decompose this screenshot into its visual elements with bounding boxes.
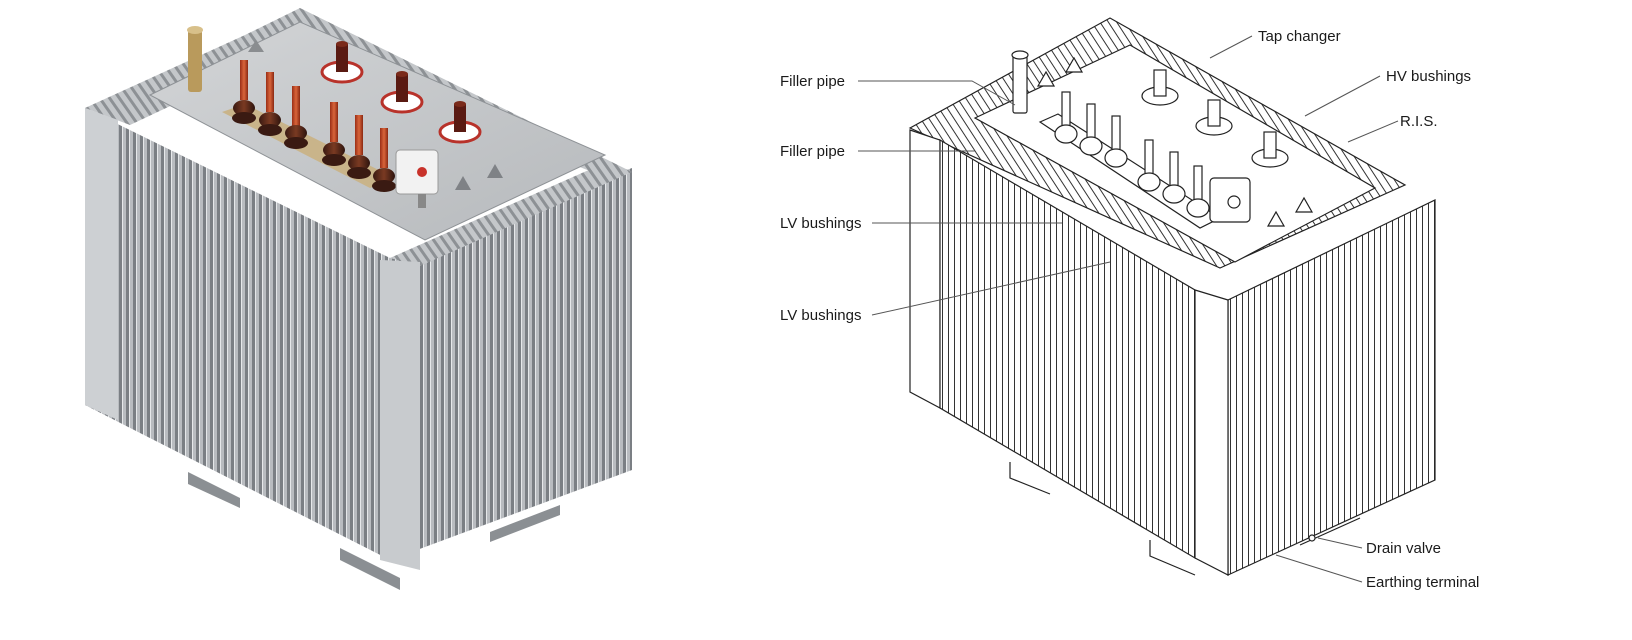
- line-drain-valve-nub: [1308, 534, 1316, 542]
- label-ris: R.I.S.: [1400, 113, 1438, 130]
- tank-cover: [148, 21, 607, 241]
- leader-earthing-terminal: [1275, 554, 1363, 583]
- line-hv-bushings: [1141, 69, 1289, 168]
- line-filler-pipe: [1011, 50, 1029, 114]
- callout-lines: [858, 35, 1399, 583]
- label-drain-valve: Drain valve: [1366, 540, 1441, 557]
- label-filler-pipe-1: Filler pipe: [780, 73, 845, 90]
- lv-bushings-render: [232, 60, 396, 192]
- base-channel-right: [490, 505, 560, 542]
- base-channel-mid: [340, 548, 400, 590]
- right-radiator-face: [390, 168, 632, 560]
- label-filler-pipe-2: Filler pipe: [780, 143, 845, 160]
- leader-tap-changer: [1209, 35, 1253, 59]
- callout-labels: Tap changer HV bushings R.I.S. Filler pi…: [780, 28, 1479, 591]
- right-radiator-top: [390, 165, 632, 266]
- line-left-plate: [909, 129, 941, 409]
- line-ris-box: [1209, 177, 1251, 223]
- label-tap-changer: Tap changer: [1258, 28, 1341, 45]
- leader-hv-bushings: [1304, 75, 1381, 117]
- leader-lv-bushings-2: [871, 261, 1111, 316]
- tank-left-plate: [85, 108, 118, 420]
- hv-bushings-render: [320, 41, 482, 144]
- ris-box-render: [395, 149, 439, 208]
- base-channel-left: [188, 472, 240, 508]
- label-lv-bushings-2: LV bushings: [780, 307, 861, 324]
- leader-drain-valve: [1317, 537, 1363, 549]
- leader-filler-pipe-1: [858, 80, 1016, 106]
- label-hv-bushings: HV bushings: [1386, 68, 1471, 85]
- line-lv-bushings: [1054, 91, 1210, 218]
- left-radiator-face: [85, 108, 390, 560]
- leader-ris: [1347, 120, 1399, 143]
- line-drawing-transformer: [908, 17, 1436, 576]
- line-corner-plate: [1194, 289, 1229, 576]
- rendered-transformer: [85, 8, 632, 590]
- line-base-foot-1: [1009, 462, 1051, 495]
- lifting-lugs-render: [248, 40, 503, 190]
- label-earthing-terminal: Earthing terminal: [1366, 574, 1479, 591]
- filler-pipe-render: [187, 26, 203, 92]
- label-lv-bushings-1: LV bushings: [780, 215, 861, 232]
- line-right-fins: [1227, 199, 1436, 576]
- tank-corner-plate: [380, 260, 420, 570]
- line-lifting-lugs: [1036, 56, 1314, 227]
- line-base-foot-2: [1149, 540, 1196, 576]
